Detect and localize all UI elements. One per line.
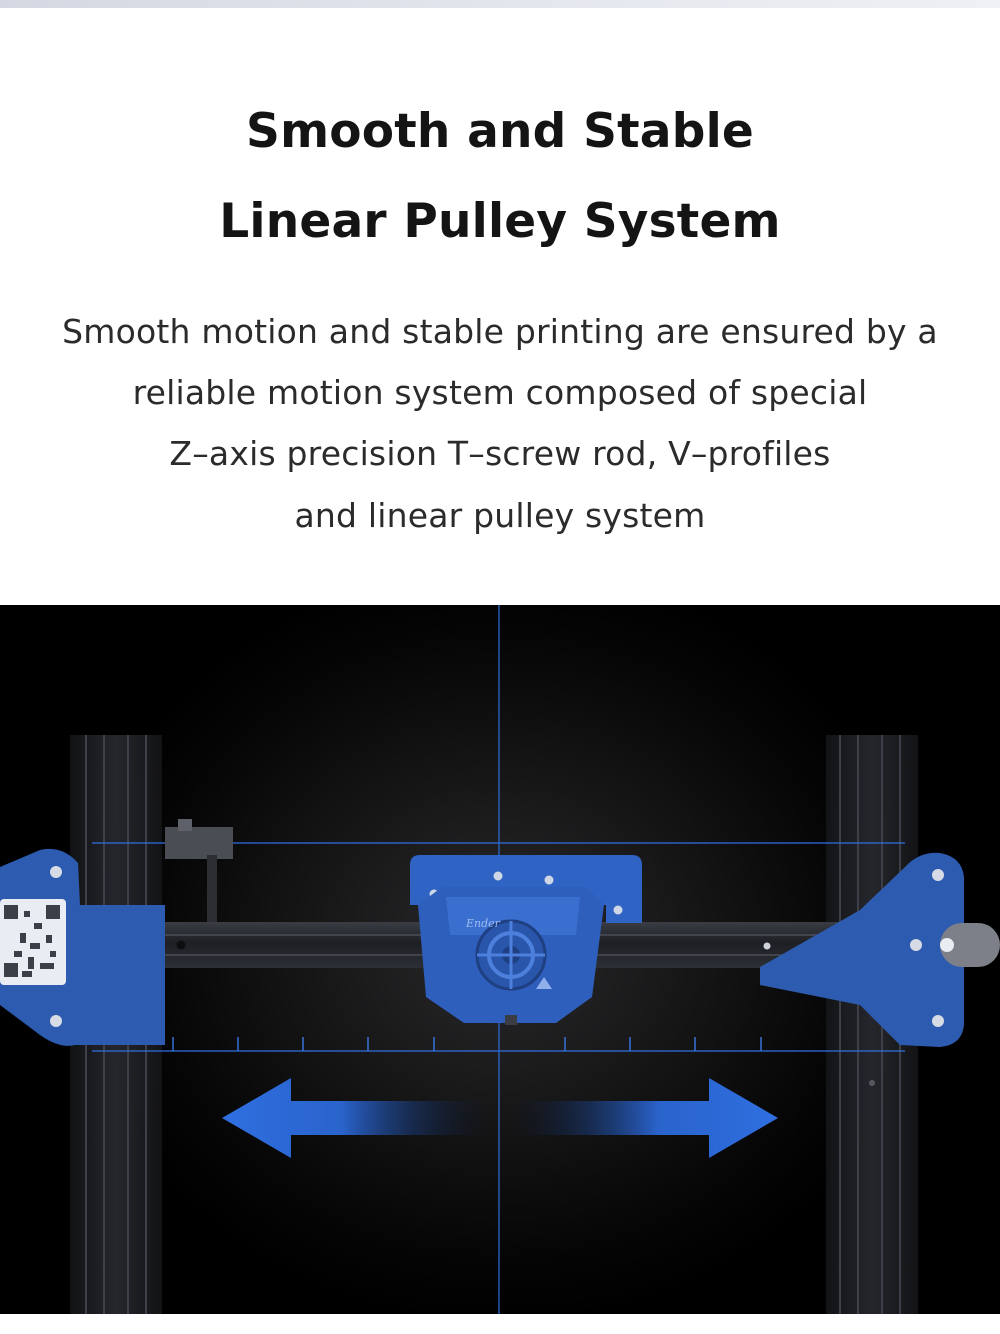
svg-text:Ender: Ender — [465, 917, 501, 930]
scale-ticks — [172, 1037, 762, 1051]
heading-line-1: Smooth and Stable — [246, 104, 754, 159]
print-head-carriage: Ender — [410, 855, 642, 1025]
description-line-4: and linear pulley system — [294, 496, 706, 535]
description-line-1: Smooth motion and stable printing are en… — [62, 312, 938, 351]
description-line-2: reliable motion system composed of speci… — [132, 373, 868, 412]
heading-line-2: Linear Pulley System — [219, 194, 781, 249]
left-arrow-icon — [222, 1078, 488, 1158]
right-bracket — [760, 852, 1000, 1047]
bottom-strip — [0, 1314, 1000, 1334]
linear-pulley-illustration: Ender — [0, 605, 1000, 1314]
description-line-3: Z–axis precision T–screw rod, V–profiles — [169, 434, 831, 473]
left-bracket — [0, 848, 165, 1046]
product-hero-image: Ender — [0, 605, 1000, 1314]
right-arrow-icon — [512, 1078, 778, 1158]
top-strip — [0, 0, 1000, 8]
limit-switch — [165, 819, 233, 925]
